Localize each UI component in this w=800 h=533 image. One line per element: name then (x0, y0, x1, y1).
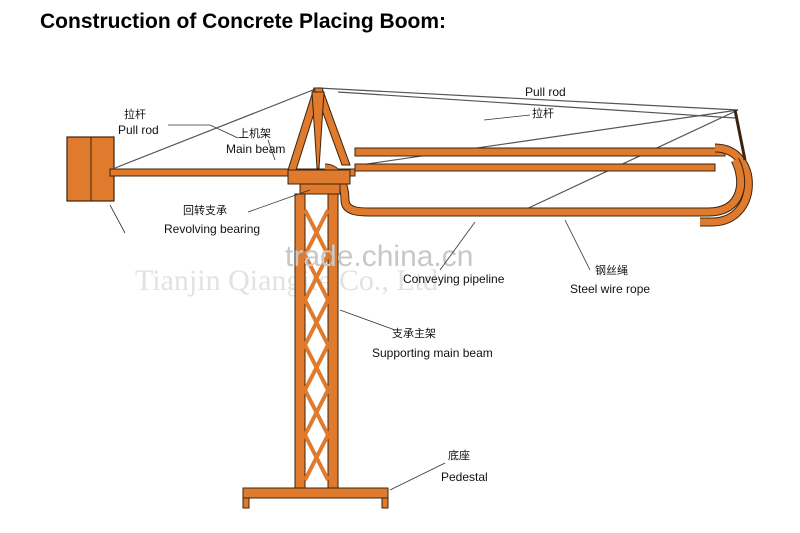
label-revolving-bearing: Revolving bearing (164, 222, 260, 236)
main-beam (109, 168, 356, 177)
upper-boom (354, 109, 753, 227)
label-conveying-pipeline: Conveying pipeline (403, 272, 505, 286)
label-supporting-main-beam: Supporting main beam (372, 346, 493, 360)
label-pull-rod-right: Pull rod (525, 85, 566, 99)
label-revolving-bearing-cn: 回转支承 (183, 203, 227, 217)
label-steel-wire-rope-cn: 钢丝绳 (595, 263, 628, 277)
label-pull-rod-left: Pull rod (118, 123, 159, 137)
a-frame (287, 87, 351, 171)
label-main-beam-cn: 上机架 (238, 126, 271, 140)
label-supporting-main-beam-cn: 支承主架 (392, 327, 436, 340)
watermark-site: trade.china.cn (285, 240, 473, 273)
supporting-main-beam-shape (294, 193, 339, 491)
label-pedestal-cn: 底座 (448, 448, 470, 462)
revolving-bearing-shape (287, 169, 351, 185)
label-pull-rod-left-cn: 拉杆 (124, 107, 146, 121)
label-main-beam: Main beam (226, 142, 285, 156)
watermark-company: Tianjin Qiangjie Co., Ltd (135, 264, 438, 297)
leader-lines (109, 114, 591, 491)
label-pedestal: Pedestal (441, 470, 488, 484)
label-steel-wire-rope: Steel wire rope (570, 282, 650, 296)
diagram-title: Construction of Concrete Placing Boom: (40, 10, 447, 33)
label-pull-rod-right-cn: 拉杆 (532, 106, 554, 120)
pedestal-shape (242, 487, 389, 509)
